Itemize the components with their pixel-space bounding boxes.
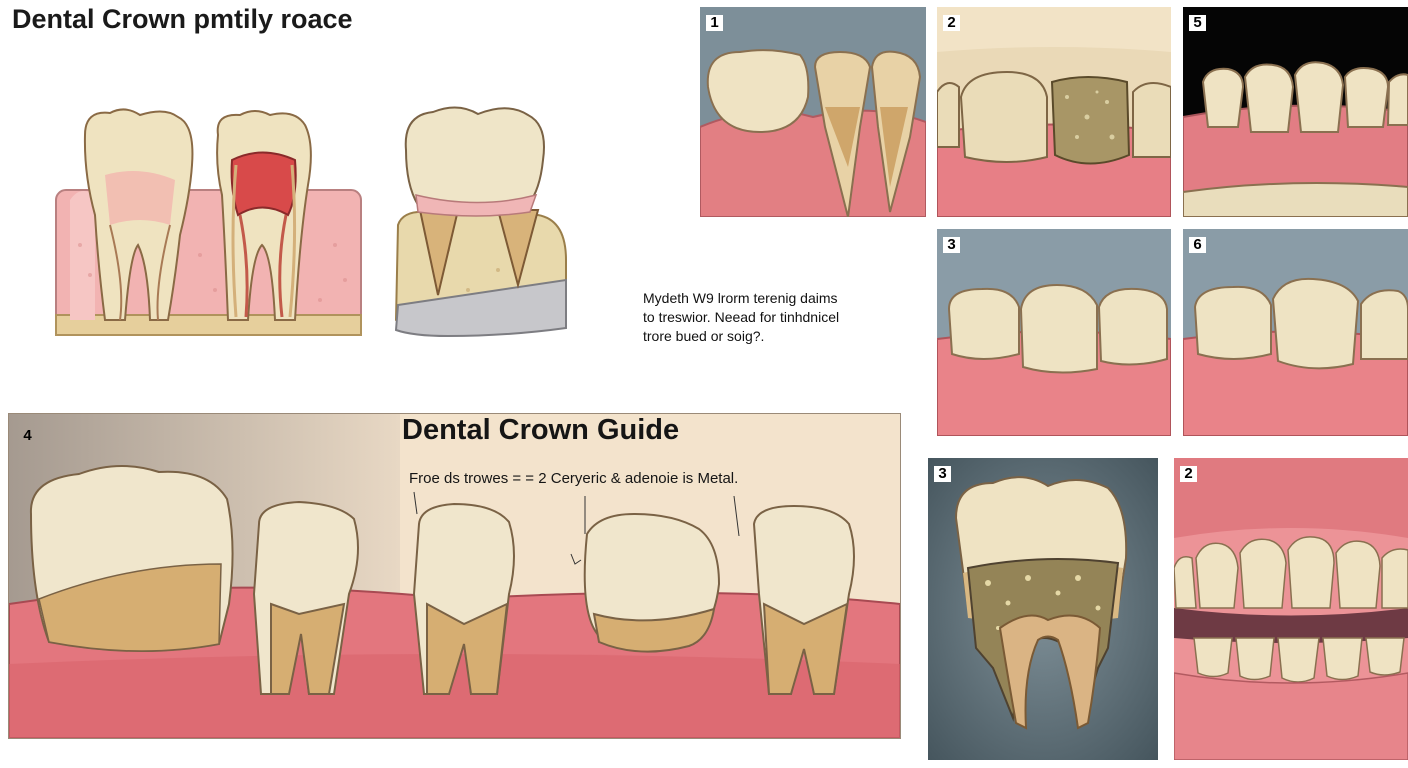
guide-subtitle: Froe ds trowes = = 2 Ceryeric & adenoie … (409, 470, 739, 487)
crown-on-model-illustration (394, 106, 567, 338)
page-title: Dental Crown pmtily roace (12, 4, 353, 34)
panel-number: 1 (706, 15, 723, 31)
info-note: Mydeth W9 lrorm terenig daims to treswio… (643, 289, 893, 346)
panel-number: 5 (1189, 15, 1206, 31)
panel-4-guide: 4 Dental Crown Guide Froe ds trowes = = … (8, 413, 901, 739)
note-line: to treswior. Neead for tinhdnicel (643, 309, 840, 325)
panel-number: 2 (943, 15, 960, 31)
panel-3-bottom: 3 (928, 458, 1158, 760)
panel-1: 1 (700, 7, 926, 217)
panel-5: 5 (1183, 7, 1408, 217)
panel-number: 3 (943, 237, 960, 253)
tooth-cross-section-illustration (55, 108, 362, 336)
panel-number: 4 (23, 427, 32, 444)
panel-3: 3 (937, 229, 1171, 436)
panel-6: 6 (1183, 229, 1408, 436)
panel-number: 6 (1189, 237, 1206, 253)
guide-title: Dental Crown Guide (402, 414, 680, 446)
panel-2: 2 (937, 7, 1171, 217)
panel-2-bottom: 2 (1174, 458, 1408, 760)
panel-number: 3 (934, 466, 951, 482)
panel-number: 2 (1180, 466, 1197, 482)
note-line: Mydeth W9 lrorm terenig daims (643, 290, 838, 306)
note-line: trore bued or soig?. (643, 328, 765, 344)
